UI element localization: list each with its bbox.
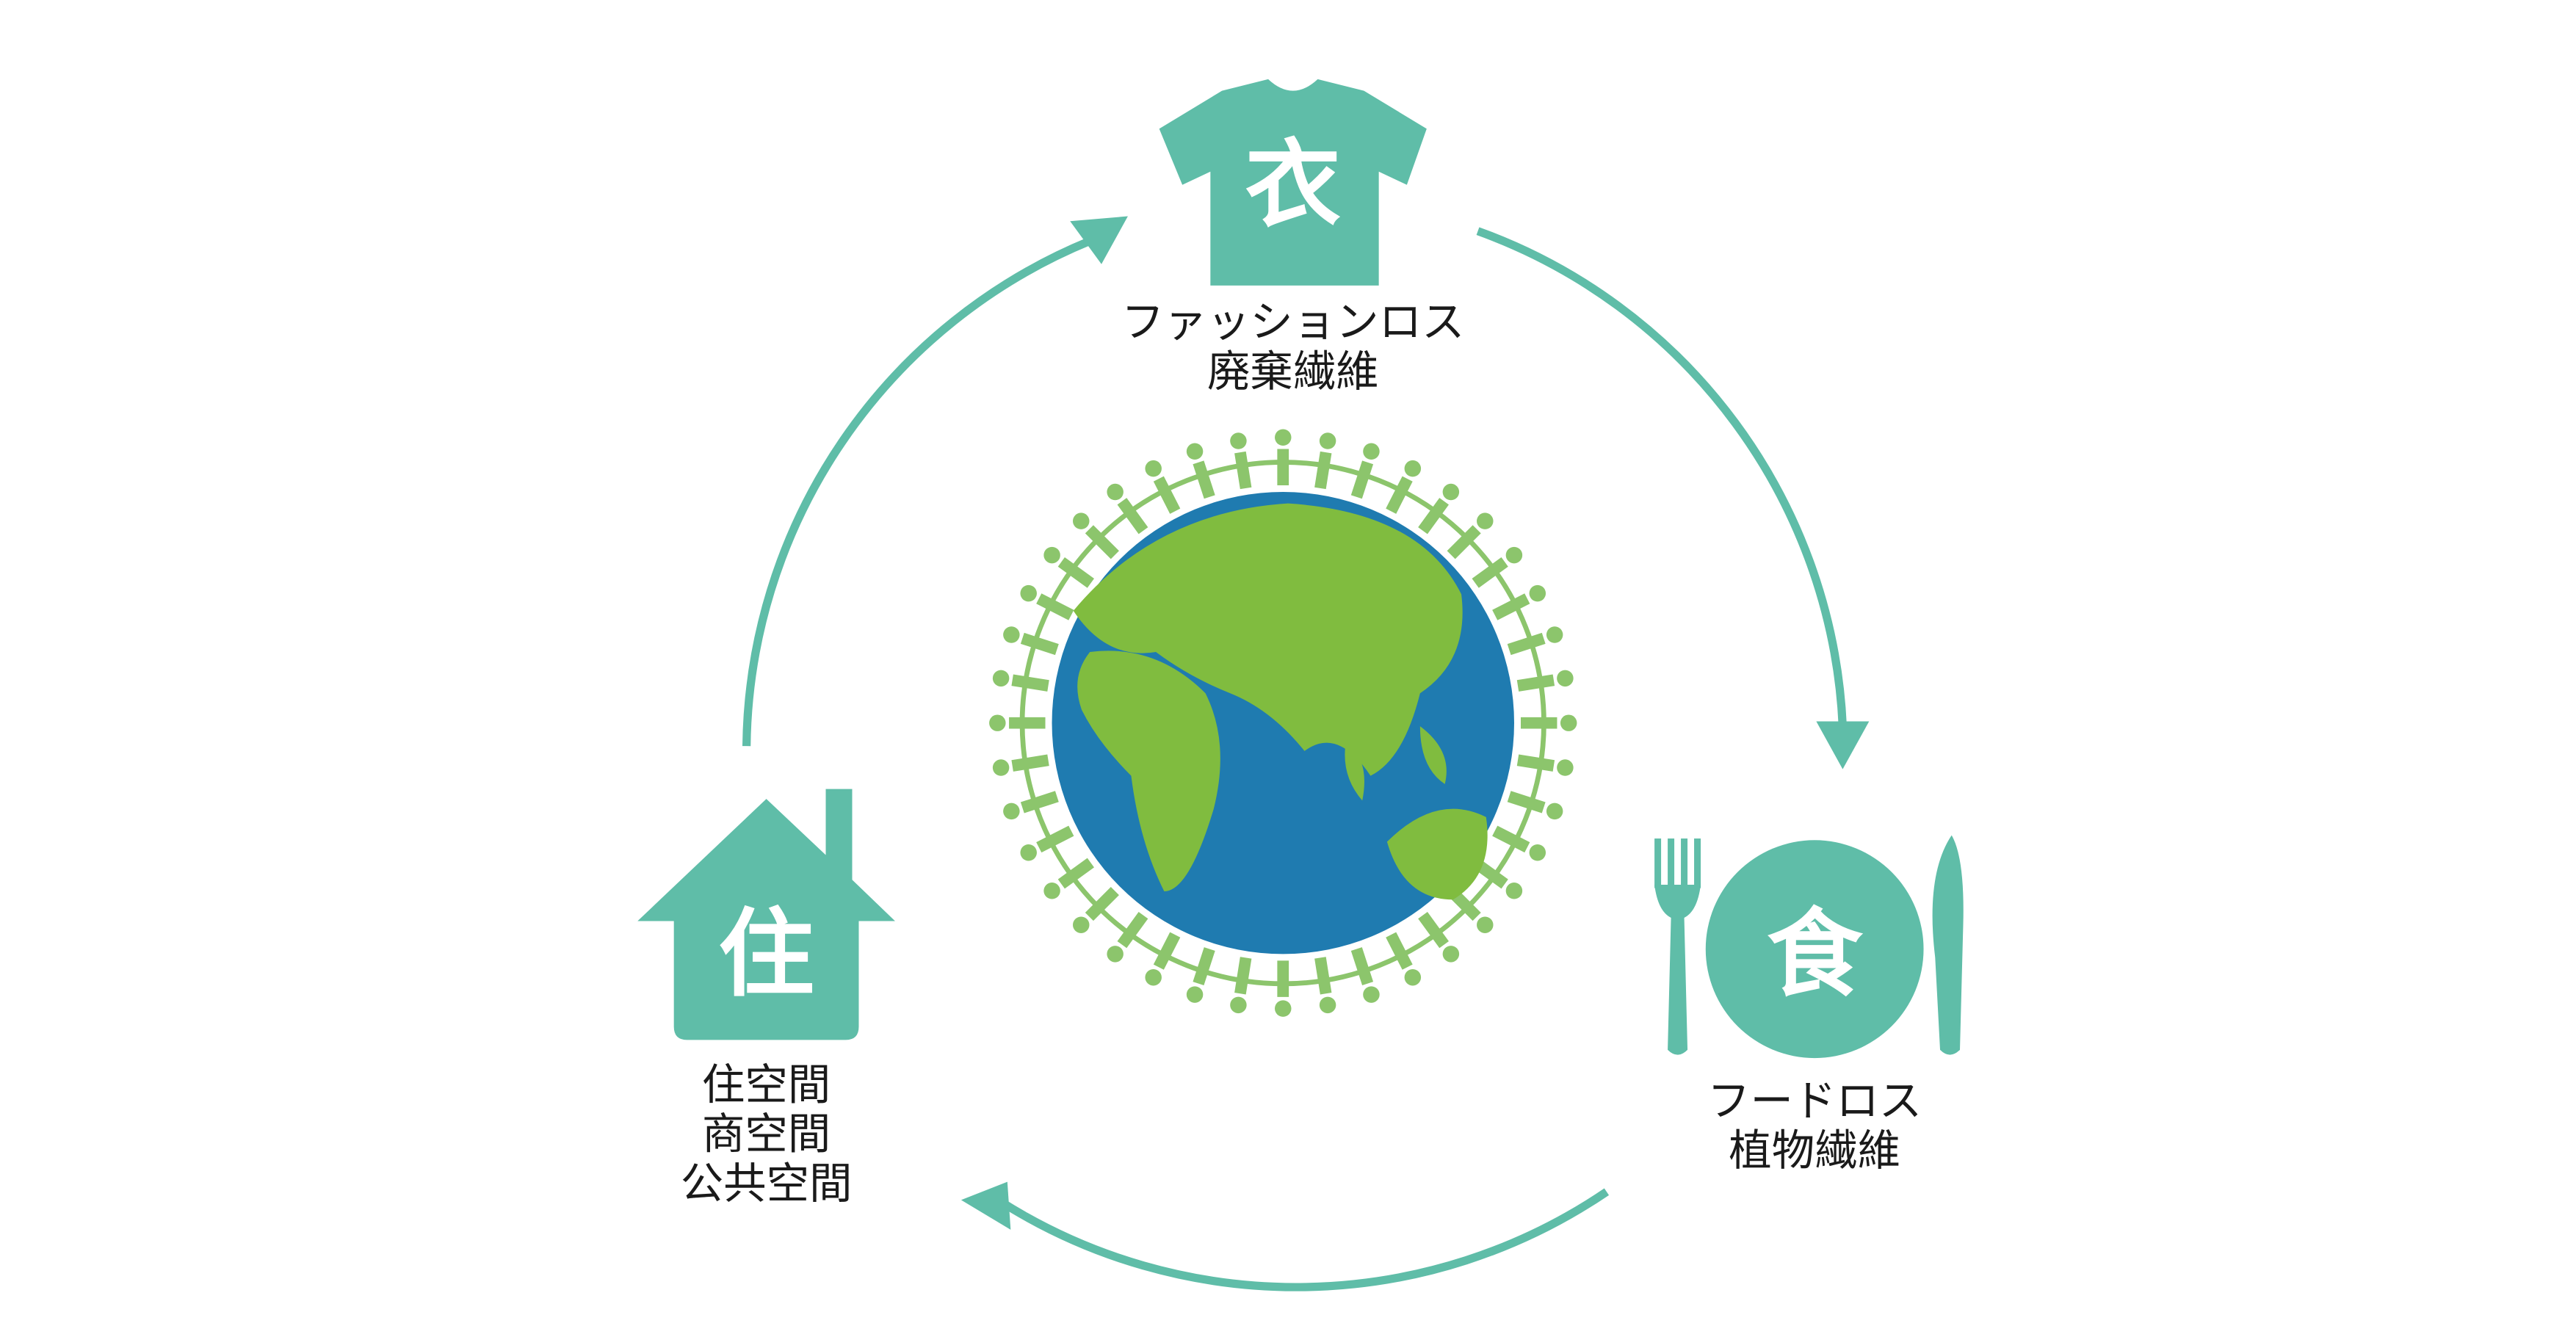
house-icon (637, 789, 895, 1040)
person-icon (1386, 460, 1422, 514)
person-icon (1073, 887, 1119, 933)
person-icon (1314, 432, 1336, 490)
person-icon (992, 754, 1049, 776)
people-ring (989, 429, 1577, 1017)
food-node: 食 フードロス 植物繊維 (1654, 835, 1964, 1175)
person-icon (1107, 911, 1148, 963)
arrowhead-down-icon (1816, 721, 1870, 769)
earth-globe (989, 429, 1577, 1017)
housing-label-2: 商空間 (702, 1109, 831, 1159)
person-icon (1516, 754, 1574, 776)
person-icon (1073, 512, 1119, 559)
clothing-char: 衣 (1245, 129, 1341, 241)
person-icon (1043, 858, 1094, 899)
arrow-housing-to-clothing (742, 237, 1092, 747)
person-icon (1186, 947, 1215, 1003)
arrow-clothing-to-food (1476, 227, 1847, 727)
person-icon (1516, 670, 1574, 692)
person-icon (1386, 932, 1422, 986)
continents (1073, 503, 1488, 900)
person-icon (1492, 584, 1546, 620)
clothing-node: 衣 ファッションロス 廃棄繊維 (1121, 79, 1465, 396)
tshirt-icon (1159, 79, 1427, 286)
person-icon (1107, 483, 1148, 535)
person-icon (1003, 626, 1059, 656)
person-icon (1447, 887, 1494, 933)
food-char: 食 (1767, 898, 1864, 1010)
housing-label-3: 公共空間 (681, 1159, 853, 1209)
person-icon (1350, 443, 1380, 499)
person-icon (1230, 957, 1252, 1014)
plate-icon (1705, 840, 1924, 1059)
person-icon (992, 670, 1049, 692)
person-icon (1418, 911, 1460, 963)
person-icon (1472, 546, 1523, 588)
clothing-label-2: 廃棄繊維 (1207, 347, 1379, 396)
person-icon (1043, 546, 1094, 588)
arrowhead-up-icon (1070, 216, 1128, 264)
fork-icon (1654, 838, 1701, 1055)
person-icon (1520, 714, 1577, 731)
knife-icon (1932, 835, 1964, 1055)
person-icon (1314, 957, 1336, 1014)
arrowhead-left-icon (960, 1181, 1011, 1230)
person-icon (1447, 512, 1494, 559)
arrow-food-to-housing (998, 1188, 1610, 1291)
person-icon (1145, 932, 1181, 986)
housing-node: 住 住空間 商空間 公共空間 (637, 789, 895, 1209)
person-icon (1492, 825, 1546, 861)
person-icon (1230, 432, 1252, 490)
person-icon (1145, 460, 1181, 514)
person-icon (1275, 429, 1292, 485)
person-icon (1507, 791, 1563, 820)
person-icon (1186, 443, 1215, 499)
cycle-arrows (742, 227, 1847, 1291)
person-icon (1275, 960, 1292, 1017)
person-icon (989, 714, 1046, 731)
person-icon (1020, 825, 1074, 861)
person-icon (1003, 791, 1059, 820)
housing-label-1: 住空間 (702, 1059, 831, 1109)
person-icon (1507, 626, 1563, 656)
food-label-1: フードロス (1707, 1076, 1922, 1126)
person-icon (1020, 584, 1074, 620)
person-icon (1350, 947, 1380, 1003)
housing-char: 住 (718, 898, 814, 1010)
person-icon (1418, 483, 1460, 535)
food-label-2: 植物繊維 (1729, 1126, 1900, 1175)
clothing-label-1: ファッションロス (1121, 297, 1465, 347)
